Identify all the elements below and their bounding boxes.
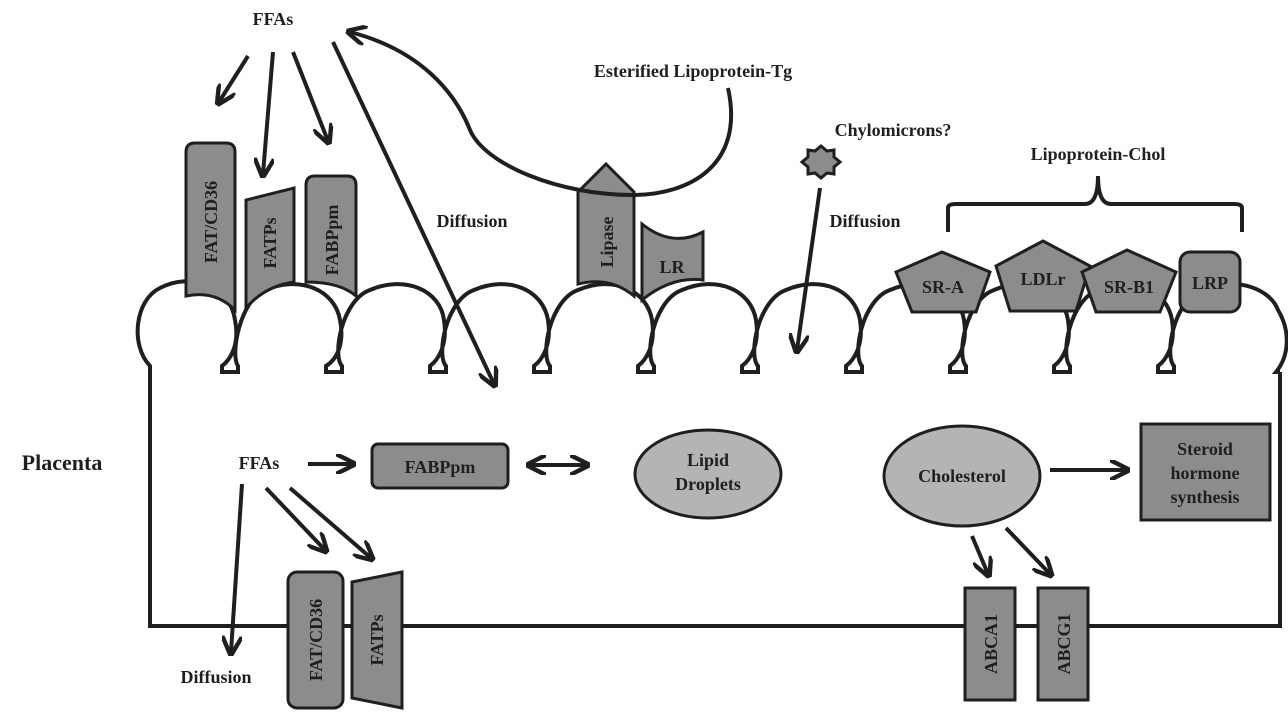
sr-b1-label: SR-B1 bbox=[1104, 277, 1154, 297]
abca1-transporter: ABCA1 bbox=[963, 586, 1017, 702]
chylomicron-particle bbox=[799, 144, 843, 180]
placenta-label: Placenta bbox=[22, 450, 103, 475]
fat-cd36-bottom-transporter: FAT/CD36 bbox=[286, 570, 345, 710]
abcg1-transporter: ABCG1 bbox=[1036, 586, 1090, 702]
fatps-bottom-transporter: FATPs bbox=[350, 570, 404, 710]
fat-cd36-top-label: FAT/CD36 bbox=[201, 181, 221, 263]
steroid-line3: synthesis bbox=[1170, 487, 1239, 507]
ffas-to-fabppm-arrow bbox=[291, 51, 328, 141]
ffas-to-fatcd36-arrow bbox=[219, 54, 250, 102]
cholesterol-to-abcg1-arrow bbox=[1004, 526, 1050, 574]
lipid-droplets-line2: Droplets bbox=[675, 474, 741, 494]
cholesterol-to-abca1-arrow bbox=[970, 535, 988, 574]
steroid-line2: hormone bbox=[1171, 463, 1240, 483]
cholesterol-label: Cholesterol bbox=[918, 466, 1006, 486]
ffas-to-fatps-arrow bbox=[263, 51, 275, 174]
fatps-top-label: FATPs bbox=[260, 217, 280, 268]
ffas-inner-diffusion-arrow bbox=[231, 483, 244, 652]
diffusion-label-bottom: Diffusion bbox=[180, 667, 251, 687]
abcg1-label: ABCG1 bbox=[1054, 613, 1074, 674]
steroid-line1: Steroid bbox=[1177, 439, 1233, 459]
fabppm-top-transporter: FABPpm bbox=[304, 174, 358, 300]
lrp-label: LRP bbox=[1192, 273, 1228, 293]
fabppm-inner-label: FABPpm bbox=[405, 457, 476, 477]
lipase-label: Lipase bbox=[597, 216, 617, 267]
ffas-diffusion-arrow bbox=[331, 41, 494, 384]
chylomicrons-label: Chylomicrons? bbox=[835, 120, 952, 140]
fat-cd36-bottom-label: FAT/CD36 bbox=[306, 599, 326, 681]
lipoprotein-chol-label: Lipoprotein-Chol bbox=[1031, 144, 1166, 164]
esterified-lipoprotein-label: Esterified Lipoprotein-Tg bbox=[594, 61, 792, 81]
sr-a-label: SR-A bbox=[922, 277, 964, 297]
ffas-inner-to-fatcd36-arrow bbox=[264, 486, 325, 550]
diffusion-label-top-left: Diffusion bbox=[436, 211, 507, 231]
sr-a-receptor: SR-A bbox=[894, 250, 992, 314]
abca1-label: ABCA1 bbox=[981, 614, 1001, 674]
lr-receptor: LR bbox=[640, 220, 705, 304]
ldlr-label: LDLr bbox=[1021, 269, 1066, 289]
ffas-inner-to-fatps-arrow bbox=[288, 486, 371, 558]
chylomicron-diffusion-arrow bbox=[797, 187, 822, 350]
cell-membrane bbox=[135, 279, 1288, 628]
fatps-top-transporter: FATPs bbox=[244, 186, 296, 313]
esterified-loop-arrow bbox=[350, 32, 734, 198]
ldlr-receptor: LDLr bbox=[994, 239, 1092, 313]
fatps-bottom-label: FATPs bbox=[367, 614, 387, 665]
diffusion-label-top-right: Diffusion bbox=[829, 211, 900, 231]
ffas-top-label: FFAs bbox=[253, 9, 294, 29]
lrp-receptor: LRP bbox=[1178, 250, 1242, 314]
sr-b1-receptor: SR-B1 bbox=[1080, 248, 1178, 314]
fat-cd36-top-transporter: FAT/CD36 bbox=[184, 141, 237, 314]
fabppm-top-label: FABPpm bbox=[322, 205, 342, 276]
lipid-droplets: Lipid Droplets bbox=[633, 428, 783, 520]
lipoprotein-bracket bbox=[946, 175, 1244, 232]
fabppm-inner-box: FABPpm bbox=[370, 442, 510, 490]
lr-label: LR bbox=[659, 257, 685, 277]
cholesterol-pool: Cholesterol bbox=[882, 424, 1042, 528]
ffas-inner-label: FFAs bbox=[239, 453, 280, 473]
steroid-synthesis-box: Steroid hormone synthesis bbox=[1139, 422, 1272, 522]
lipase-enzyme: Lipase bbox=[576, 161, 636, 300]
lipid-droplets-line1: Lipid bbox=[687, 450, 729, 470]
